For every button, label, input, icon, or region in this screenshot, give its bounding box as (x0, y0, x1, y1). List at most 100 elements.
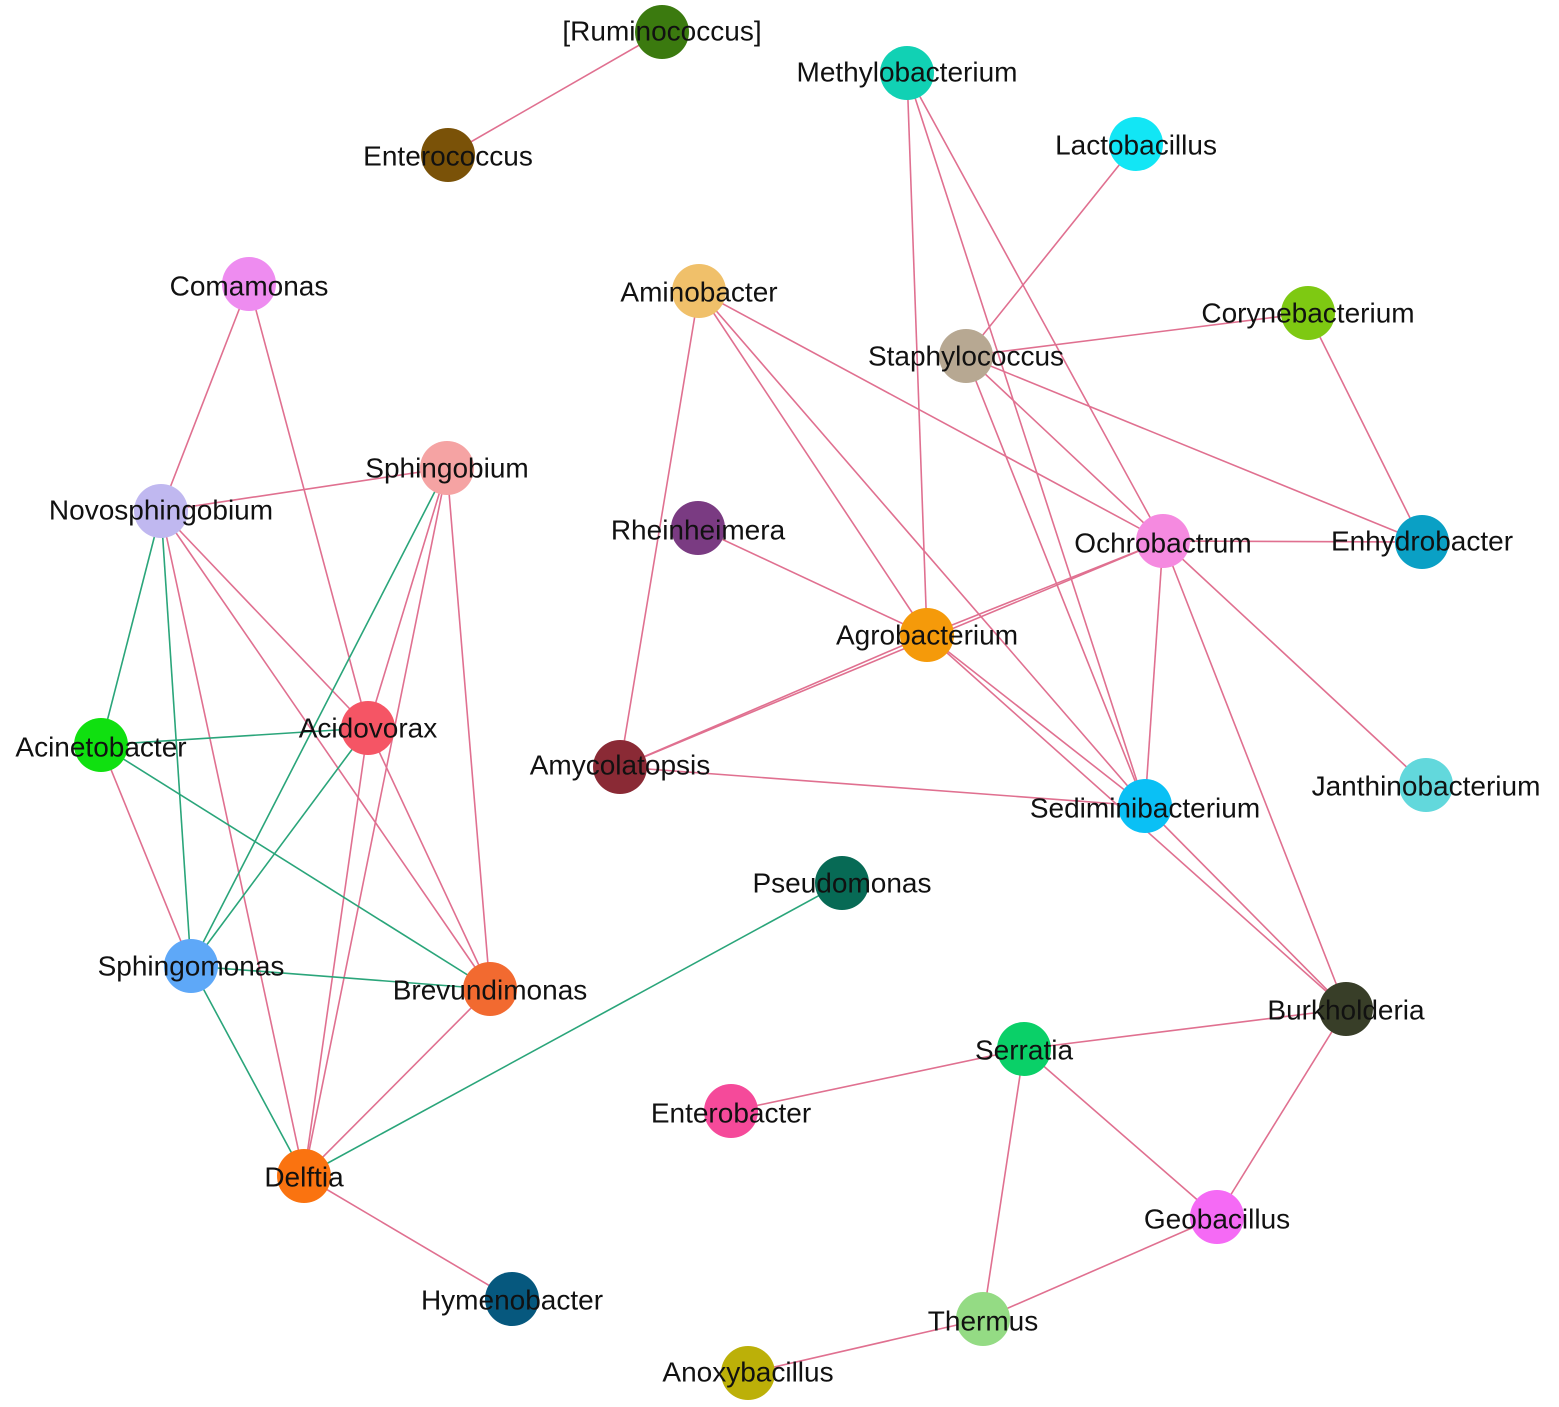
node-enhydrobacter[interactable] (1395, 515, 1449, 569)
node-pseudomonas[interactable] (815, 856, 869, 910)
edge-ochrobactrum-janthinobacterium (1162, 540, 1427, 786)
node-methylobacterium[interactable] (880, 46, 934, 100)
edge-ochrobactrum-sediminibacterium (1144, 540, 1164, 807)
node-thermus[interactable] (956, 1292, 1010, 1346)
node-label-ruminococcus: [Ruminococcus] (562, 16, 761, 47)
edge-acinetobacter-sphingomonas (100, 744, 192, 967)
node-ruminococcus[interactable] (635, 5, 689, 59)
edge-comamonas-novosphingobium (160, 283, 250, 512)
edge-methylobacterium-ochrobactrum (906, 72, 1164, 542)
node-hymenobacter[interactable] (485, 1272, 539, 1326)
node-label-burkholderia: Burkholderia (1267, 995, 1425, 1026)
edge-ochrobactrum-amycolatopsis (619, 540, 1164, 768)
node-ochrobactrum[interactable] (1136, 514, 1190, 568)
node-layer (74, 5, 1453, 1400)
edge-staphylococcus-enhydrobacter (965, 355, 1423, 543)
edge-thermus-anoxybacillus (747, 1318, 984, 1374)
edge-methylobacterium-sediminibacterium (906, 72, 1146, 807)
edge-serratia-thermus (982, 1048, 1025, 1320)
node-janthinobacterium[interactable] (1399, 758, 1453, 812)
node-label-novosphingobium: Novosphingobium (49, 495, 273, 526)
edge-acinetobacter-brevundimonas (100, 744, 491, 990)
node-comamonas[interactable] (222, 257, 276, 311)
edge-lactobacillus-staphylococcus (965, 143, 1137, 357)
edge-aminobacter-sediminibacterium (698, 290, 1146, 807)
edge-burkholderia-geobacillus (1216, 1008, 1347, 1218)
edge-ruminococcus-enterococcus (447, 31, 663, 156)
node-label-lactobacillus: Lactobacillus (1055, 130, 1217, 161)
edge-staphylococcus-ochrobactrum (965, 355, 1164, 542)
edge-aminobacter-agrobacterium (698, 290, 928, 636)
edge-sphingobium-delftia (303, 467, 448, 1177)
edge-sphingobium-brevundimonas (446, 467, 491, 990)
node-label-corynebacterium: Corynebacterium (1201, 298, 1414, 329)
node-label-staphylococcus: Staphylococcus (868, 341, 1064, 372)
node-label-sediminibacterium: Sediminibacterium (1030, 793, 1260, 824)
node-novosphingobium[interactable] (134, 484, 188, 538)
edge-aminobacter-ochrobactrum (698, 290, 1164, 542)
edge-corynebacterium-enhydrobacter (1307, 312, 1423, 543)
node-label-rheinheimera: Rheinheimera (611, 515, 786, 546)
label-layer: [Ruminococcus]EnterococcusMethylobacteri… (15, 16, 1540, 1388)
edge-novosphingobium-sphingobium (160, 467, 448, 512)
node-serratia[interactable] (997, 1022, 1051, 1076)
edge-agrobacterium-amycolatopsis (619, 634, 928, 768)
node-label-agrobacterium: Agrobacterium (836, 620, 1018, 651)
edge-delftia-pseudomonas (303, 882, 843, 1177)
node-rheinheimera[interactable] (671, 501, 725, 555)
edge-novosphingobium-acinetobacter (100, 510, 162, 746)
edge-brevundimonas-delftia (303, 988, 491, 1177)
node-anoxybacillus[interactable] (721, 1346, 775, 1400)
edge-acidovorax-brevundimonas (367, 727, 491, 990)
edge-aminobacter-amycolatopsis (619, 290, 700, 768)
node-burkholderia[interactable] (1319, 982, 1373, 1036)
node-label-ochrobactrum: Ochrobactrum (1074, 528, 1251, 559)
edge-serratia-enterobacter (730, 1048, 1025, 1112)
node-label-comamonas: Comamonas (170, 271, 329, 302)
node-staphylococcus[interactable] (939, 329, 993, 383)
node-label-sphingobium: Sphingobium (365, 453, 528, 484)
node-corynebacterium[interactable] (1281, 286, 1335, 340)
edge-sphingobium-acidovorax (367, 467, 448, 729)
edge-burkholderia-serratia (1023, 1008, 1347, 1050)
node-label-serratia: Serratia (975, 1035, 1073, 1066)
node-label-thermus: Thermus (928, 1306, 1038, 1337)
node-label-acinetobacter: Acinetobacter (15, 732, 186, 763)
node-geobacillus[interactable] (1190, 1190, 1244, 1244)
node-sediminibacterium[interactable] (1118, 779, 1172, 833)
node-label-enhydrobacter: Enhydrobacter (1331, 526, 1513, 557)
edge-staphylococcus-corynebacterium (965, 312, 1309, 357)
edge-rheinheimera-agrobacterium (697, 527, 928, 636)
node-label-methylobacterium: Methylobacterium (797, 57, 1018, 88)
edge-methylobacterium-agrobacterium (906, 72, 928, 636)
edge-sphingomonas-delftia (190, 965, 305, 1177)
node-label-pseudomonas: Pseudomonas (752, 868, 931, 899)
edge-delftia-hymenobacter (303, 1175, 513, 1300)
node-brevundimonas[interactable] (463, 962, 517, 1016)
edge-acidovorax-delftia (303, 727, 369, 1177)
node-label-brevundimonas: Brevundimonas (393, 975, 588, 1006)
node-acinetobacter[interactable] (74, 718, 128, 772)
node-delftia[interactable] (277, 1149, 331, 1203)
node-label-geobacillus: Geobacillus (1144, 1204, 1290, 1235)
node-acidovorax[interactable] (341, 701, 395, 755)
node-enterobacter[interactable] (704, 1084, 758, 1138)
edge-sediminibacterium-burkholderia (1144, 805, 1347, 1010)
node-sphingobium[interactable] (420, 441, 474, 495)
node-label-hymenobacter: Hymenobacter (421, 1285, 603, 1316)
edge-acidovorax-acinetobacter (100, 727, 369, 746)
node-enterococcus[interactable] (421, 128, 475, 182)
edge-serratia-geobacillus (1023, 1048, 1218, 1218)
node-agrobacterium[interactable] (900, 608, 954, 662)
edge-novosphingobium-sphingomonas (160, 510, 192, 967)
edge-novosphingobium-delftia (160, 510, 305, 1177)
node-lactobacillus[interactable] (1109, 117, 1163, 171)
edge-acidovorax-sphingomonas (190, 727, 369, 967)
node-sphingomonas[interactable] (164, 939, 218, 993)
edge-agrobacterium-sediminibacterium (926, 634, 1146, 807)
node-aminobacter[interactable] (672, 264, 726, 318)
node-amycolatopsis[interactable] (593, 740, 647, 794)
edge-novosphingobium-brevundimonas (160, 510, 491, 990)
node-label-delftia: Delftia (264, 1162, 344, 1193)
edge-ochrobactrum-enhydrobacter (1162, 540, 1423, 543)
